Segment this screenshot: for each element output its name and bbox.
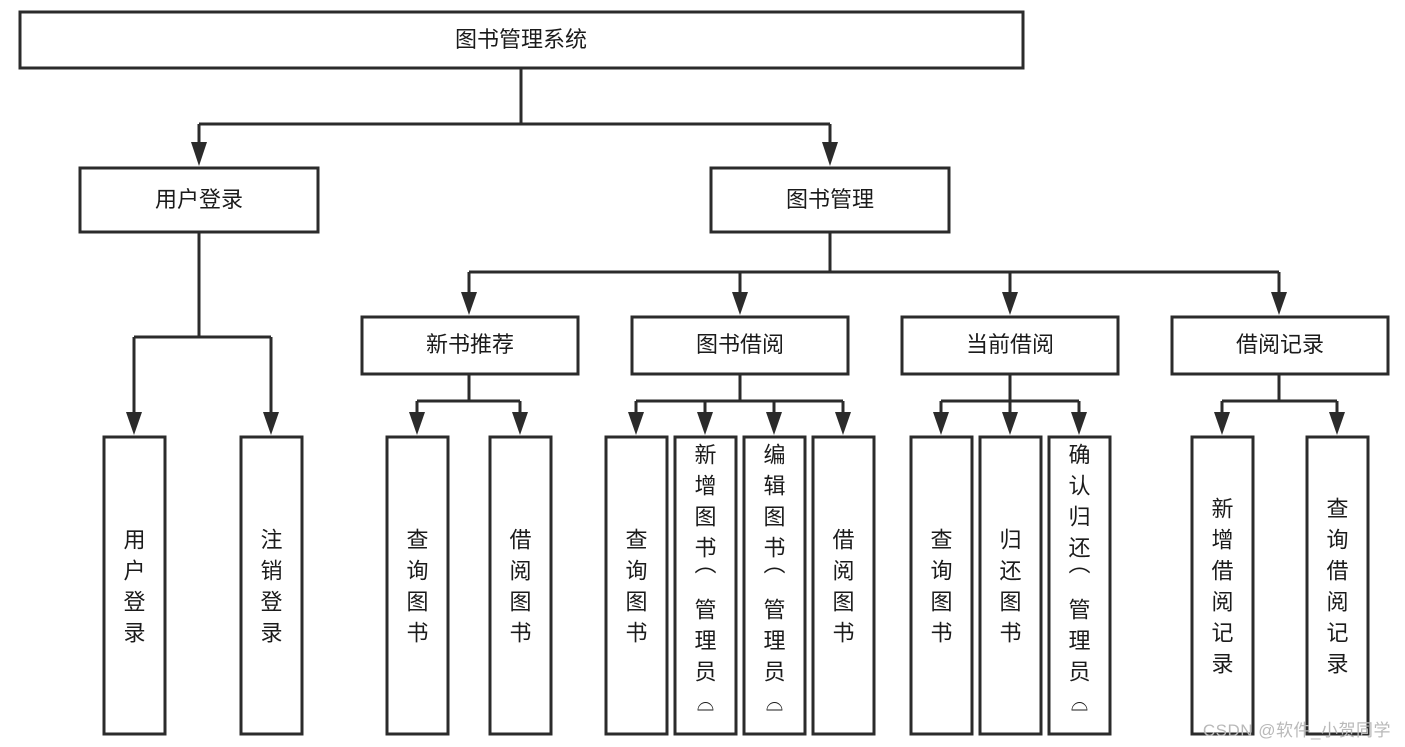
connector-group-book-borrow-leaves — [628, 374, 851, 435]
node-label-root-system: 图书管理系统 — [455, 27, 587, 52]
leaf-node-bookborrow-edit[interactable] — [742, 435, 807, 736]
connector-group-new-book-leaves — [409, 374, 528, 435]
leaf-node-newbook-query[interactable] — [385, 435, 450, 736]
leaf-label-currentborrow-query: 查询图书 — [930, 528, 952, 646]
leaf-box-newbook-query[interactable] — [385, 435, 450, 736]
leaf-label-bookborrow-edit: 编辑图书⌒管理员⌓ — [763, 442, 785, 715]
arrow-head-book-mgmt — [822, 142, 838, 166]
leaf-node-currentborrow-query[interactable] — [909, 435, 974, 736]
connector-group-current-borrow-leaves — [933, 374, 1087, 435]
node-borrow-record[interactable]: 借阅记录 — [1170, 315, 1390, 376]
leaf-label-currentborrow-confirm: 确认归还⌒管理员⌓ — [1068, 442, 1090, 715]
leaf-box-user-login[interactable] — [102, 435, 167, 736]
leaf-box-logout[interactable] — [239, 435, 304, 736]
arrow-head-user-login — [191, 142, 207, 166]
arrow-head-borrowrecord-leaf1 — [1214, 412, 1230, 435]
leaf-box-currentborrow-return[interactable] — [978, 435, 1043, 736]
leaf-label-logout: 注销登录 — [260, 528, 282, 646]
arrow-head-new-book — [461, 292, 477, 315]
arrow-head-borrowrecord-leaf2 — [1329, 412, 1345, 435]
node-label-borrow-record: 借阅记录 — [1236, 332, 1324, 357]
node-book-management[interactable]: 图书管理 — [709, 166, 951, 234]
arrow-head-borrow-record — [1271, 292, 1287, 315]
node-label-user-login: 用户登录 — [155, 187, 243, 212]
leaf-label-user-login: 用户登录 — [123, 528, 145, 646]
arrow-head-bookborrow-leaf1 — [628, 412, 644, 435]
node-box-current-borrow[interactable] — [900, 315, 1120, 376]
leaf-node-user-login[interactable] — [102, 435, 167, 736]
leaf-label-bookborrow-add: 新增图书⌒管理员⌓ — [694, 442, 716, 715]
node-label-new-book-recommend: 新书推荐 — [426, 332, 514, 357]
arrow-head-bookborrow-leaf3 — [766, 412, 782, 435]
leaf-box-bookborrow-query[interactable] — [604, 435, 669, 736]
leaf-box-record-add[interactable] — [1190, 435, 1255, 736]
leaf-node-logout[interactable] — [239, 435, 304, 736]
arrow-head-current-borrow — [1002, 292, 1018, 315]
connector-group-book-management — [461, 232, 1287, 315]
arrow-head-bookborrow-leaf4 — [835, 412, 851, 435]
arrow-head-newbook-leaf1 — [409, 412, 425, 435]
csdn-watermark: CSDN @软件_小贺同学 — [1202, 721, 1391, 740]
leaf-label-record-query: 查询借阅记录 — [1326, 497, 1348, 677]
node-label-book-management: 图书管理 — [786, 187, 874, 212]
leaf-box-bookborrow-add[interactable] — [673, 435, 738, 736]
node-root-system[interactable]: 图书管理系统 — [18, 10, 1025, 70]
node-book-borrow[interactable]: 图书借阅 — [630, 315, 850, 376]
arrow-head-leaf-user-login — [126, 412, 142, 435]
leaf-label-newbook-borrow: 借阅图书 — [509, 528, 531, 646]
node-new-book-recommend[interactable]: 新书推荐 — [360, 315, 580, 376]
leaf-box-record-query[interactable] — [1305, 435, 1370, 736]
leaf-node-bookborrow-borrow[interactable] — [811, 435, 876, 736]
leaf-node-bookborrow-add[interactable] — [673, 435, 738, 736]
leaf-node-currentborrow-confirm[interactable] — [1047, 435, 1112, 736]
leaf-box-currentborrow-query[interactable] — [909, 435, 974, 736]
leaf-label-newbook-query: 查询图书 — [406, 528, 428, 646]
arrow-head-currentborrow-leaf1 — [933, 412, 949, 435]
leaf-label-bookborrow-query: 查询图书 — [625, 528, 647, 646]
node-user-login[interactable]: 用户登录 — [78, 166, 320, 234]
arrow-head-currentborrow-leaf3 — [1071, 412, 1087, 435]
connector-group-root — [191, 68, 838, 166]
leaf-node-currentborrow-return[interactable] — [978, 435, 1043, 736]
node-label-book-borrow: 图书借阅 — [696, 332, 784, 357]
arrow-head-book-borrow — [732, 292, 748, 315]
leaf-node-bookborrow-query[interactable] — [604, 435, 669, 736]
leaf-label-record-add: 新增借阅记录 — [1211, 497, 1233, 677]
leaf-label-layer: 用户登录 注销登录 查询图书 借阅图书 查询图书 新增图书⌒管理员⌓ 编辑图书⌒管理员⌓ 借阅… — [123, 442, 1348, 715]
arrow-head-leaf-logout — [263, 412, 279, 435]
arrow-head-bookborrow-leaf2 — [697, 412, 713, 435]
leaf-node-record-add[interactable] — [1190, 435, 1255, 736]
node-box-book-borrow[interactable] — [630, 315, 850, 376]
arrow-head-newbook-leaf2 — [512, 412, 528, 435]
leaf-box-bookborrow-borrow[interactable] — [811, 435, 876, 736]
arrow-head-currentborrow-leaf2 — [1002, 412, 1018, 435]
leaf-box-newbook-borrow[interactable] — [488, 435, 553, 736]
leaf-label-currentborrow-return: 归还图书 — [999, 528, 1021, 646]
leaf-box-currentborrow-confirm[interactable] — [1047, 435, 1112, 736]
connector-group-borrow-record-leaves — [1214, 374, 1345, 435]
node-box-book-management[interactable] — [709, 166, 951, 234]
node-label-current-borrow: 当前借阅 — [966, 332, 1054, 357]
connector-group-user-login-leaves — [126, 232, 279, 435]
node-box-new-book-recommend[interactable] — [360, 315, 580, 376]
leaf-node-record-query[interactable] — [1305, 435, 1370, 736]
node-current-borrow[interactable]: 当前借阅 — [900, 315, 1120, 376]
node-box-user-login[interactable] — [78, 166, 320, 234]
node-box-root-system[interactable] — [18, 10, 1025, 70]
leaf-label-bookborrow-borrow: 借阅图书 — [832, 528, 854, 646]
leaf-box-bookborrow-edit[interactable] — [742, 435, 807, 736]
node-box-borrow-record[interactable] — [1170, 315, 1390, 376]
leaf-node-newbook-borrow[interactable] — [488, 435, 553, 736]
